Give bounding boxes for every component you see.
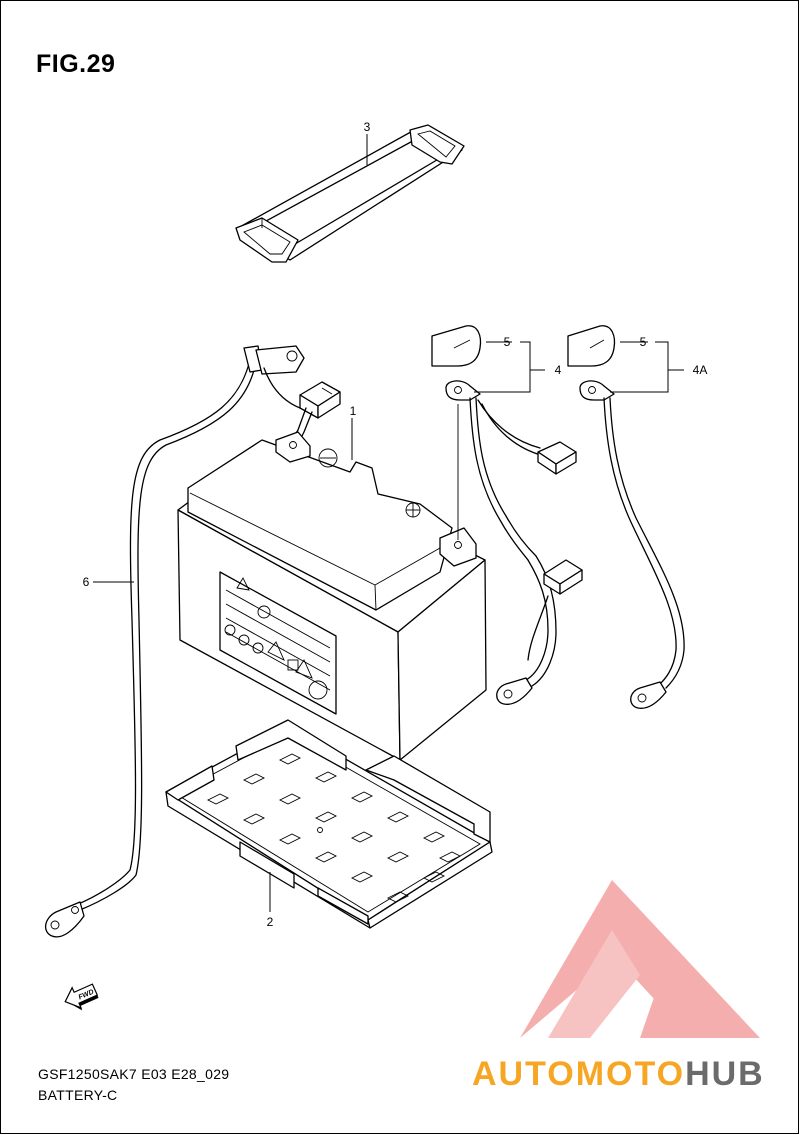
callout-5a: 5 <box>504 335 511 349</box>
figure-title: FIG.29 <box>36 50 116 78</box>
battery-cable-alt <box>567 325 685 709</box>
callout-4a: 4A <box>693 363 708 377</box>
fwd-arrow-icon: FWD <box>64 983 99 1011</box>
callout-6: 6 <box>83 575 90 589</box>
battery <box>177 431 487 761</box>
callout-2: 2 <box>267 915 274 929</box>
callout-1: 1 <box>350 404 357 418</box>
watermark-brand-part2: HUB <box>685 1055 765 1093</box>
battery-cable-assy <box>431 325 583 705</box>
battery-tray <box>165 719 493 929</box>
callout-bracket-4 <box>474 341 531 393</box>
callout-4: 4 <box>555 363 562 377</box>
section-name: BATTERY-C <box>38 1087 118 1103</box>
watermark-brand-part1: AUTOMOTO <box>472 1055 685 1093</box>
callout-5b: 5 <box>640 335 647 349</box>
battery-band <box>235 124 465 263</box>
watermark-logo-icon <box>520 880 760 1038</box>
ground-cable <box>45 345 305 938</box>
callout-3: 3 <box>364 120 371 134</box>
model-code: GSF1250SAK7 E03 E28_029 <box>38 1066 230 1082</box>
watermark-brand: AUTOMOTOHUB <box>472 1055 765 1093</box>
callout-bracket-4a <box>610 341 669 393</box>
